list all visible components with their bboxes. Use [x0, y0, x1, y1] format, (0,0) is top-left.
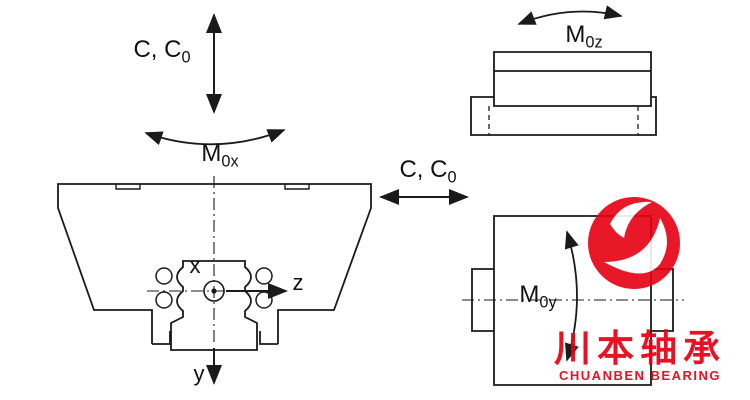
m0z-moment-arc: [517, 5, 623, 25]
m0x-moment-arc: [144, 129, 286, 146]
m0z-text: M: [565, 20, 586, 48]
ball-bearing: [155, 291, 173, 309]
m0y-text: M: [519, 280, 540, 308]
m0x-label: M0x: [201, 139, 239, 171]
carriage-top-notches: [115, 184, 310, 190]
rail-profile: [170, 260, 258, 351]
ball-bearing: [255, 291, 273, 309]
watermark-logo: [588, 197, 680, 289]
m0y-label: M0y: [519, 280, 557, 312]
m0y-moment-arc: [564, 230, 579, 362]
m0y-sub: 0y: [539, 293, 557, 312]
x-axis-dot: [211, 288, 217, 294]
c-c0-horizontal-label: C, C0: [399, 155, 457, 187]
c-c0-vertical-label: C, C0: [133, 35, 191, 67]
watermark-brand-chinese: 川本轴承: [554, 328, 726, 369]
z-axis-label: z: [292, 270, 304, 295]
top-view-hidden-edges: [488, 106, 639, 135]
m0x-text: M: [201, 139, 222, 167]
top-view-carriage: [493, 51, 652, 107]
c-c0-horizontal-text: C, C: [399, 155, 448, 183]
m0z-label: M0z: [565, 20, 603, 52]
x-axis-label: x: [189, 253, 201, 278]
ball-bearing: [155, 267, 173, 285]
x-axis-out-of-page-icon: [203, 280, 225, 302]
carriage-leg-lips: [152, 331, 278, 345]
c-c0-vertical-sub: 0: [181, 48, 191, 67]
top-view-rail-base: [470, 96, 657, 136]
watermark-brand-english: CHUANBEN BEARING: [559, 368, 721, 383]
c-c0-vertical-text: C, C: [133, 35, 182, 63]
c-c0-horizontal-sub: 0: [447, 168, 457, 187]
m0x-sub: 0x: [221, 152, 239, 171]
m0z-sub: 0z: [585, 33, 603, 52]
ball-bearing: [255, 267, 273, 285]
y-axis-label: y: [193, 361, 205, 386]
